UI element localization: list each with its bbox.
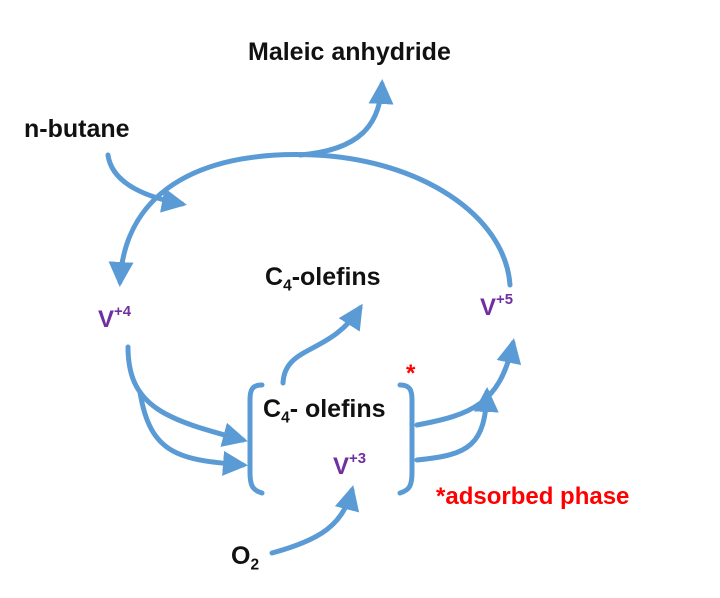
v3-label: V+3 — [333, 451, 366, 481]
left-bracket — [247, 382, 265, 496]
c4-olefins-adsorbed-label: C4- olefins — [263, 395, 386, 427]
maleic-branch-arrow — [297, 79, 394, 158]
adsorbed-asterisk: * — [406, 360, 416, 387]
right-bracket — [397, 382, 415, 496]
v4-label: V+4 — [98, 304, 131, 334]
v5-label: V+5 — [480, 292, 513, 322]
butane-feed-arrow — [105, 152, 187, 213]
olefin-desorption-arrow — [280, 303, 363, 386]
bracket-to-v5-arrow-1 — [414, 338, 522, 428]
v4-to-bracket-arrow-1 — [125, 344, 248, 447]
adsorbed-phase-note: *adsorbed phase — [436, 483, 630, 510]
v4-to-bracket-arrow-2 — [137, 389, 248, 476]
maleic-anhydride-label: Maleic anhydride — [248, 38, 451, 66]
n-butane-label: n-butane — [24, 115, 130, 143]
bracket-to-v5-arrow-2 — [414, 387, 499, 463]
o2-to-v3-arrow — [269, 485, 360, 556]
c4-olefins-product-label: C4-olefins — [265, 263, 381, 295]
o2-label: O2 — [231, 542, 260, 574]
